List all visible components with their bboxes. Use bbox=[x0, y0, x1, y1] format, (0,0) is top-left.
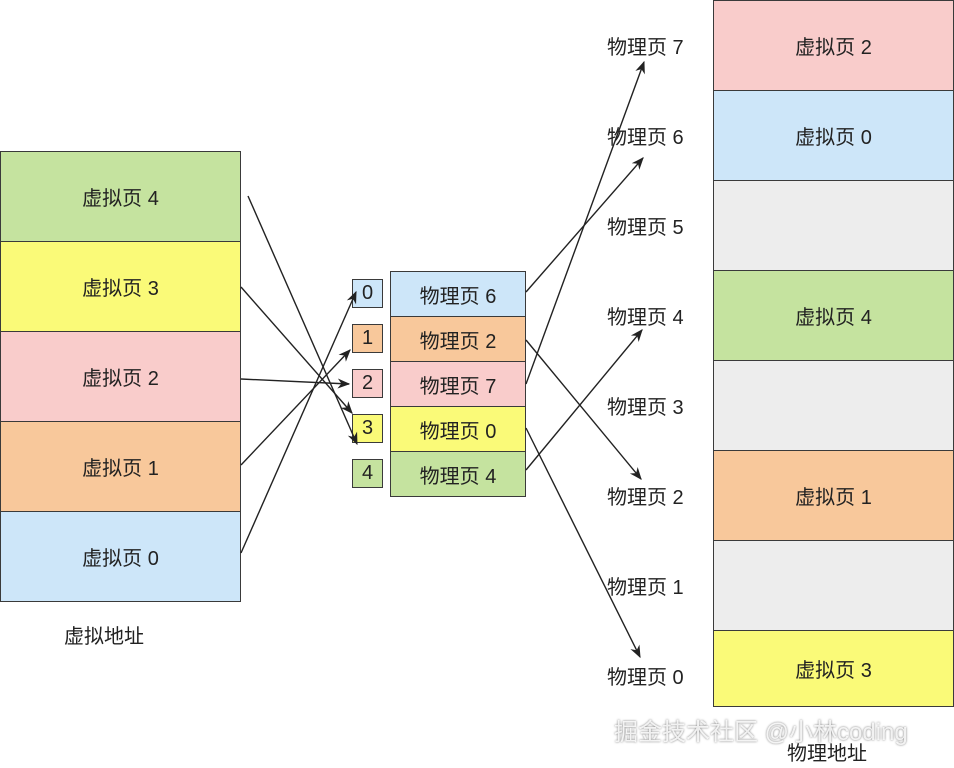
page-table-index-1: 1 bbox=[352, 324, 383, 353]
page-table-entry-2: 物理页 7 bbox=[390, 361, 526, 407]
arrow-vp2-to-idx2 bbox=[240, 378, 351, 389]
frame-label-2: 物理页 2 bbox=[607, 487, 684, 509]
physical-frame-5 bbox=[713, 180, 954, 271]
arrow-vp3-to-idx3 bbox=[240, 286, 353, 414]
virtual-page-0: 虚拟页 0 bbox=[0, 511, 241, 602]
page-table-entry-4: 物理页 4 bbox=[390, 451, 526, 497]
frame-label-1: 物理页 1 bbox=[607, 577, 684, 599]
physical-frame-2: 虚拟页 1 bbox=[713, 450, 954, 541]
page-table-entry-0: 物理页 6 bbox=[390, 271, 526, 317]
page-table-entry-1: 物理页 2 bbox=[390, 316, 526, 362]
virtual-address-caption: 虚拟地址 bbox=[64, 626, 144, 648]
virtual-page-2: 虚拟页 2 bbox=[0, 331, 241, 422]
watermark: 掘金技术社区 @小林coding bbox=[614, 719, 908, 746]
physical-frame-1 bbox=[713, 540, 954, 631]
frame-label-4: 物理页 4 bbox=[607, 307, 684, 329]
virtual-page-4: 虚拟页 4 bbox=[0, 151, 241, 242]
page-table-index-3: 3 bbox=[352, 414, 383, 443]
physical-frame-0: 虚拟页 3 bbox=[713, 630, 954, 707]
page-table-index-4: 4 bbox=[352, 459, 383, 488]
physical-frame-3 bbox=[713, 360, 954, 451]
frame-label-3: 物理页 3 bbox=[607, 397, 684, 419]
frame-label-7: 物理页 7 bbox=[607, 37, 684, 59]
frame-label-6: 物理页 6 bbox=[607, 127, 684, 149]
virtual-page-1: 虚拟页 1 bbox=[0, 421, 241, 512]
physical-frame-7: 虚拟页 2 bbox=[713, 0, 954, 91]
virtual-page-3: 虚拟页 3 bbox=[0, 241, 241, 332]
page-table-index-0: 0 bbox=[352, 279, 383, 308]
arrow-vp1-to-idx1 bbox=[240, 349, 351, 466]
page-table-entry-3: 物理页 0 bbox=[390, 406, 526, 452]
physical-frame-6: 虚拟页 0 bbox=[713, 90, 954, 181]
frame-label-0: 物理页 0 bbox=[607, 667, 684, 689]
arrow-vp0-to-idx0 bbox=[240, 290, 357, 554]
page-table-index-2: 2 bbox=[352, 369, 383, 398]
physical-frame-4: 虚拟页 4 bbox=[713, 270, 954, 361]
arrow-vp4-to-idx4 bbox=[247, 195, 358, 446]
physical-address-caption: 物理地址 bbox=[787, 743, 867, 765]
frame-label-5: 物理页 5 bbox=[607, 217, 684, 239]
